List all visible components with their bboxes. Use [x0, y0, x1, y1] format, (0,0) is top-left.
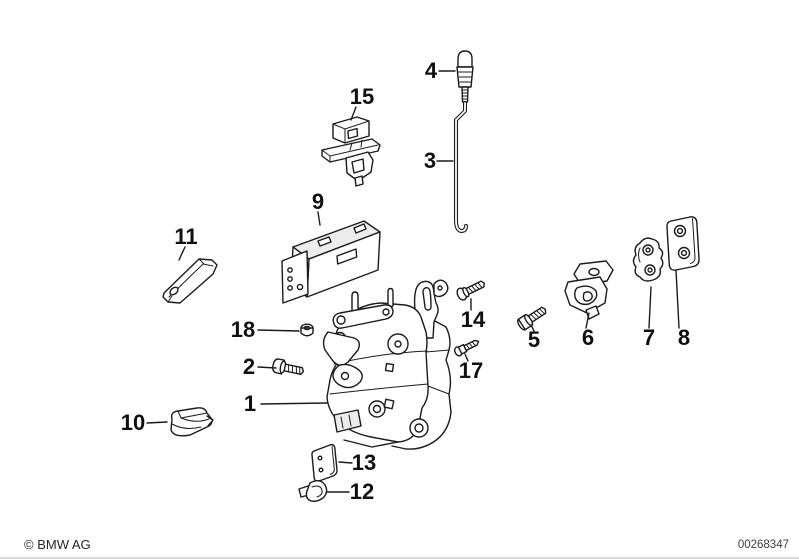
leader-line-1: [260, 402, 328, 405]
leader-line-8: [675, 269, 680, 329]
part-10-clip: [170, 407, 214, 437]
part-11-cover-wedge: [162, 258, 218, 304]
part-3-operating-rod: [454, 101, 468, 233]
part-13-spacer-plate: [311, 443, 338, 483]
part-12-clamp: [298, 480, 328, 503]
part-2-screw: [272, 358, 305, 376]
part-4-lock-knob: [456, 50, 474, 103]
part-label-13: 13: [351, 450, 377, 475]
leader-line-7: [648, 286, 652, 329]
part-label-15: 15: [349, 84, 375, 109]
part-5-bolt: [517, 306, 547, 331]
part-14-screw: [456, 280, 485, 301]
part-7-gasket: [632, 237, 664, 282]
part-label-12: 12: [349, 479, 375, 504]
leader-line-13: [338, 461, 353, 464]
copyright-text: © BMW AG: [24, 537, 91, 552]
leader-line-9: [317, 211, 321, 226]
part-label-2: 2: [242, 354, 256, 379]
part-label-3: 3: [423, 148, 437, 173]
part-label-11: 11: [174, 224, 198, 249]
leader-lines: [146, 70, 680, 493]
part-8-closing-plate: [666, 216, 700, 271]
part-9-central-locking-drive: [281, 220, 381, 304]
leader-line-5: [530, 324, 535, 332]
part-label-14: 14: [460, 307, 486, 332]
part-1-door-lock-actuator: [322, 279, 452, 450]
part-label-4: 4: [424, 58, 438, 83]
part-15-latch-bracket: [321, 116, 381, 187]
leader-line-18: [257, 329, 300, 332]
part-label-8: 8: [677, 325, 691, 350]
leader-line-15: [350, 106, 357, 121]
part-label-5: 5: [527, 327, 541, 352]
leader-line-11: [178, 246, 186, 261]
part-label-10: 10: [120, 410, 146, 435]
part-label-6: 6: [581, 325, 595, 350]
leader-line-17: [464, 353, 469, 362]
part-label-1: 1: [243, 391, 257, 416]
leader-line-6: [585, 312, 590, 329]
diagram-number-text: 00268347: [737, 539, 789, 551]
page-bottom-edge: [0, 557, 799, 559]
leader-line-2: [257, 366, 277, 369]
part-label-18: 18: [230, 317, 256, 342]
part-17-pin-screw: [453, 339, 480, 357]
part-label-17: 17: [458, 358, 484, 383]
part-6-striker: [564, 260, 614, 320]
part-label-9: 9: [311, 189, 325, 214]
part-18-grommet: [300, 323, 314, 337]
part-label-7: 7: [642, 325, 656, 350]
leader-line-10: [146, 421, 168, 424]
